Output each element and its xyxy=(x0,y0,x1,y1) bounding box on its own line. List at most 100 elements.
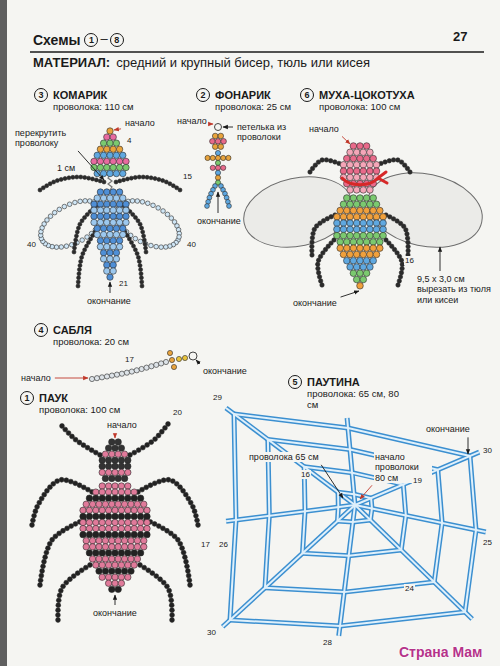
bead xyxy=(367,149,374,156)
bead xyxy=(75,175,79,179)
watermark: Страна Мам xyxy=(398,644,483,660)
bead xyxy=(118,457,124,463)
bead xyxy=(112,495,118,501)
bead xyxy=(196,523,201,528)
bead xyxy=(116,201,122,207)
bead xyxy=(133,248,137,252)
bead xyxy=(115,568,121,574)
wire xyxy=(32,480,92,525)
bead xyxy=(137,513,143,519)
bead xyxy=(116,244,122,250)
bead xyxy=(367,214,374,221)
bead xyxy=(140,226,144,230)
bead xyxy=(357,245,364,252)
bead xyxy=(188,583,193,588)
bead xyxy=(144,246,148,250)
row-number: 20 xyxy=(172,408,183,417)
bead xyxy=(186,573,191,578)
bead xyxy=(102,475,108,481)
bead xyxy=(397,279,401,283)
bead xyxy=(344,257,351,264)
web-thread xyxy=(230,414,476,626)
bead xyxy=(104,146,110,152)
leader-line xyxy=(196,360,200,364)
bead xyxy=(41,564,46,569)
bead xyxy=(184,559,189,564)
circled-number: 3 xyxy=(34,88,48,102)
bead xyxy=(105,550,111,556)
bead xyxy=(105,495,111,501)
wire-length: проволока: 20 см xyxy=(52,337,130,348)
bead xyxy=(93,513,99,519)
bead xyxy=(125,489,131,495)
bead xyxy=(329,159,333,163)
bead xyxy=(373,214,380,221)
bead xyxy=(360,226,367,233)
end-note: окончание xyxy=(196,216,242,226)
circled-number: 5 xyxy=(288,375,302,389)
bead xyxy=(91,213,97,219)
bead xyxy=(311,231,315,235)
bead xyxy=(62,204,67,209)
bead xyxy=(398,275,402,279)
spider-figure xyxy=(30,422,201,623)
bead xyxy=(102,501,108,507)
bead xyxy=(118,445,124,451)
wire xyxy=(138,480,198,525)
bead xyxy=(104,237,110,243)
bead xyxy=(109,373,114,378)
bead xyxy=(118,513,124,519)
bead xyxy=(344,195,351,202)
bead xyxy=(367,187,374,194)
bead xyxy=(118,495,124,501)
bead xyxy=(353,149,360,156)
row-number: 28 xyxy=(322,638,333,647)
bead xyxy=(112,469,118,475)
bead xyxy=(78,222,82,226)
bead xyxy=(370,245,377,252)
bead xyxy=(87,176,91,180)
bead xyxy=(100,195,106,201)
bead xyxy=(56,613,61,618)
bead xyxy=(195,518,200,523)
bead xyxy=(380,214,387,221)
bead xyxy=(353,251,360,258)
bead xyxy=(91,164,97,170)
bead xyxy=(357,270,364,277)
web-thread xyxy=(355,505,472,619)
bead xyxy=(64,478,69,483)
bead xyxy=(144,250,148,254)
bead xyxy=(118,519,124,525)
wire xyxy=(146,520,190,585)
bead xyxy=(363,207,370,214)
bead xyxy=(97,201,103,207)
bead xyxy=(110,134,116,140)
bead xyxy=(347,214,354,221)
bead xyxy=(112,550,118,556)
bead xyxy=(377,207,384,214)
wire-loop xyxy=(189,352,197,360)
bead xyxy=(77,276,81,280)
circled-number: 6 xyxy=(300,88,314,102)
bead xyxy=(138,239,143,244)
bead xyxy=(149,364,154,369)
bead xyxy=(144,519,150,525)
bead xyxy=(360,174,367,181)
leader-line xyxy=(440,247,441,271)
bead xyxy=(360,220,367,227)
bead xyxy=(383,160,387,164)
bead xyxy=(86,507,92,513)
ribbon xyxy=(342,172,387,185)
bead xyxy=(170,613,175,618)
bead xyxy=(110,146,116,152)
bead xyxy=(105,457,111,463)
web-thread xyxy=(355,505,486,532)
bead xyxy=(112,574,118,580)
bead xyxy=(97,189,103,195)
bead xyxy=(57,207,62,212)
bead xyxy=(118,525,124,531)
bead xyxy=(363,270,370,277)
bead xyxy=(399,258,403,262)
bead xyxy=(340,162,347,169)
bead xyxy=(43,555,48,560)
